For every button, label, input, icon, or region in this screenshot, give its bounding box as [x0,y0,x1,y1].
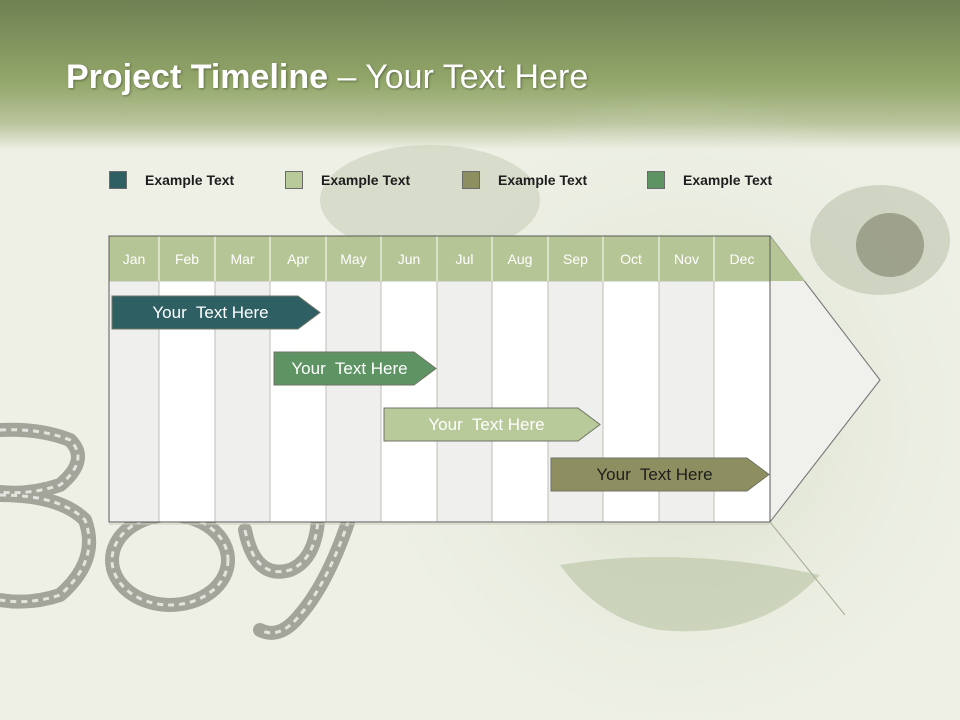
legend-label: Example Text [498,172,588,188]
month-column [436,280,493,523]
task-label: Your Text Here [152,303,268,322]
month-column [325,280,382,523]
task-label: Your Text Here [291,359,407,378]
legend-swatch [109,171,127,189]
legend-item: Example Text [285,170,410,190]
timeline-frame [108,235,771,523]
legend-label: Example Text [321,172,411,188]
month-label: Feb [175,251,199,267]
timeline-arrow-tip [769,235,881,523]
task-bar [550,457,770,492]
legend-swatch [285,171,303,189]
page-title: Project Timeline – Your Text Here [66,58,588,97]
legend-swatch [647,171,665,189]
task-label: Your Text Here [596,465,712,484]
month-label: Mar [230,251,254,267]
legend-item: Example Text [109,170,234,190]
month-label: May [340,251,366,267]
month-label: Sep [563,251,588,267]
task-bar [383,407,601,442]
month-label: Oct [620,251,642,267]
task-bar [273,351,437,386]
legend-item: Example Text [462,170,587,190]
task-label: Your Text Here [428,415,544,434]
legend-label: Example Text [145,172,235,188]
legend-swatch [462,171,480,189]
month-label: Dec [730,251,755,267]
month-label: Aug [508,251,533,267]
reflection-line [769,521,846,616]
month-header-row [109,236,770,281]
month-label: Apr [287,251,309,267]
legend-label: Example Text [683,172,773,188]
month-header-tip [770,236,805,281]
month-label: Nov [674,251,699,267]
title-rest: – Your Text Here [328,58,589,96]
month-column [380,280,438,523]
month-label: Jun [398,251,421,267]
month-label: Jul [456,251,474,267]
month-label: Jan [123,251,146,267]
legend-item: Example Text [647,170,772,190]
task-bar [111,295,321,330]
title-bold: Project Timeline [66,58,329,96]
month-column [491,280,549,523]
